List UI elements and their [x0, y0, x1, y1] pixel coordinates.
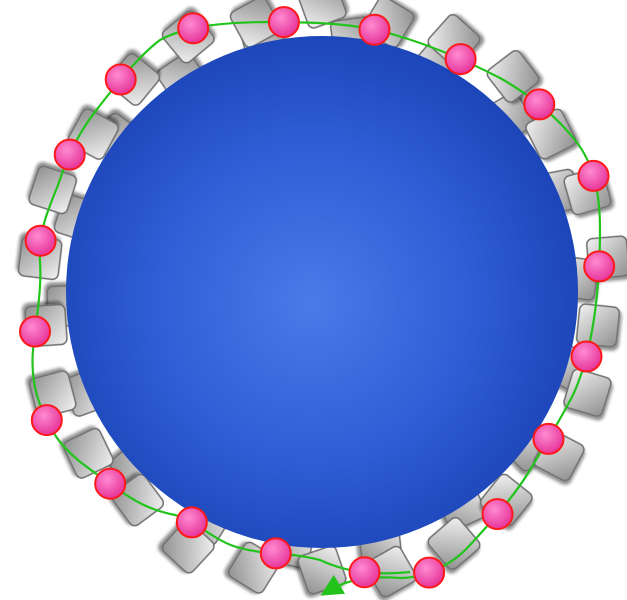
pink-bead	[55, 140, 85, 170]
pink-bead	[414, 558, 444, 588]
pink-bead	[483, 499, 513, 529]
pink-bead	[579, 161, 609, 191]
pink-bead	[584, 251, 614, 281]
pink-bead	[178, 13, 208, 43]
pink-bead	[572, 342, 602, 372]
pink-bead	[534, 424, 564, 454]
pink-bead	[106, 65, 136, 95]
gray-block	[576, 304, 620, 348]
pink-bead	[360, 15, 390, 45]
large-blue-sphere	[66, 36, 578, 548]
pink-bead	[95, 469, 125, 499]
pink-bead	[32, 405, 62, 435]
pink-bead	[524, 89, 554, 119]
pink-bead	[26, 226, 56, 256]
pink-bead	[446, 44, 476, 74]
pink-bead	[269, 7, 299, 37]
pink-bead	[350, 557, 380, 587]
pink-bead	[20, 317, 50, 347]
pink-bead	[177, 507, 207, 537]
pink-bead	[261, 538, 291, 568]
